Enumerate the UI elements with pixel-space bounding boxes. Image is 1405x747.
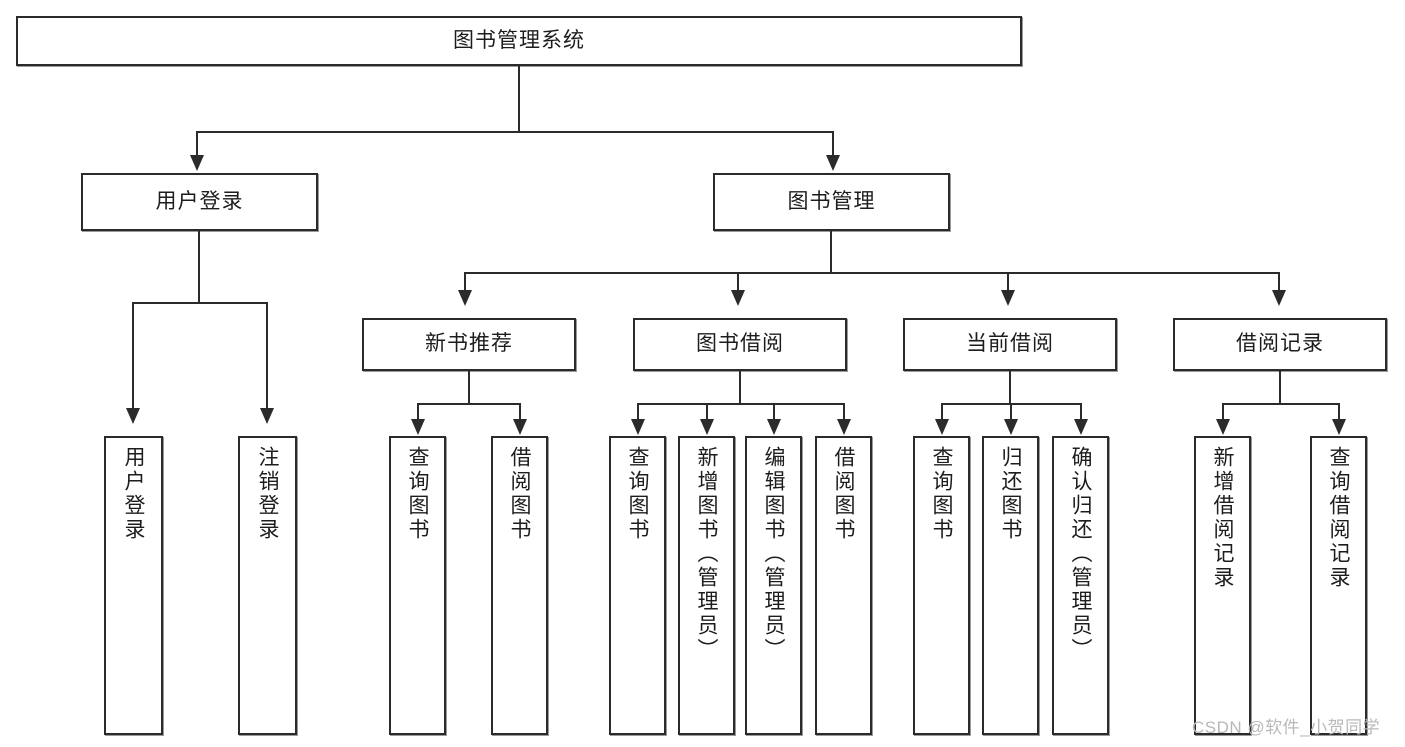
connector-root-to-user-login (196, 131, 198, 159)
node-label: 编辑图书（管理员） (762, 446, 785, 662)
connector-cb-drop-1 (941, 403, 943, 423)
connector-root-stem (518, 66, 520, 132)
node-label: 新增借阅记录 (1211, 446, 1234, 590)
arrowhead-nbr-leaf-2 (513, 419, 527, 435)
arrowhead-book-borrow (731, 290, 745, 306)
watermark-text: CSDN @软件_小贺同学 (1192, 718, 1381, 737)
connector-bb-drop-3 (773, 403, 775, 423)
connector-nbr-drop-2 (519, 403, 521, 423)
node-new-book-recommend[interactable]: 新书推荐 (362, 318, 576, 371)
connector-nbr-bus (417, 403, 520, 405)
arrowhead-cb-leaf-2 (1004, 419, 1018, 435)
connector-br-stem (1279, 371, 1281, 404)
leaf-bb-query-book[interactable]: 查询图书 (609, 436, 666, 735)
connector-bb-drop-4 (843, 403, 845, 423)
node-label: 借阅记录 (1236, 332, 1324, 356)
arrowhead-bb-leaf-1 (631, 419, 645, 435)
arrowhead-nbr-leaf-1 (411, 419, 425, 435)
connector-root-bus (196, 131, 834, 133)
arrowhead-bb-leaf-4 (837, 419, 851, 435)
arrowhead-book-management (826, 155, 840, 171)
leaf-bb-add-book-admin[interactable]: 新增图书（管理员） (678, 436, 735, 735)
connector-bb-drop-2 (706, 403, 708, 423)
leaf-nbr-query-book[interactable]: 查询图书 (389, 436, 446, 735)
connector-br-bus (1222, 403, 1338, 405)
node-label: 借阅图书 (508, 446, 531, 542)
leaf-user-login[interactable]: 用户登录 (104, 436, 163, 735)
node-label: 当前借阅 (966, 332, 1054, 356)
arrowhead-br-leaf-1 (1216, 419, 1230, 435)
node-label: 新书推荐 (425, 332, 513, 356)
connector-bm-drop-2 (737, 272, 739, 294)
node-label: 查询图书 (930, 446, 953, 542)
arrowhead-borrow-record (1272, 290, 1286, 306)
node-borrow-record[interactable]: 借阅记录 (1173, 318, 1387, 371)
connector-br-drop-2 (1338, 403, 1340, 423)
arrowhead-new-book-recommend (458, 290, 472, 306)
connector-bm-drop-1 (464, 272, 466, 294)
connector-user-login-bus (132, 302, 266, 304)
leaf-br-query-record[interactable]: 查询借阅记录 (1310, 436, 1367, 735)
connector-user-login-drop-2 (266, 302, 268, 412)
connector-bb-drop-1 (637, 403, 639, 423)
connector-bb-stem (739, 371, 741, 404)
connector-nbr-drop-1 (417, 403, 419, 423)
node-label: 用户登录 (155, 189, 244, 213)
connector-nbr-stem (468, 371, 470, 404)
node-label: 查询图书 (626, 446, 649, 542)
connector-bm-drop-4 (1278, 272, 1280, 294)
arrowhead-br-leaf-2 (1332, 419, 1346, 435)
arrowhead-bb-leaf-3 (767, 419, 781, 435)
node-label: 查询图书 (406, 446, 429, 542)
node-label: 用户登录 (122, 446, 145, 542)
arrowhead-bb-leaf-2 (700, 419, 714, 435)
connector-br-drop-1 (1222, 403, 1224, 423)
arrowhead-cb-leaf-3 (1074, 419, 1088, 435)
connector-user-login-stem (198, 231, 200, 303)
leaf-cb-return-book[interactable]: 归还图书 (982, 436, 1039, 735)
connector-cb-stem (1009, 371, 1011, 404)
leaf-nbr-borrow-book[interactable]: 借阅图书 (491, 436, 548, 735)
leaf-cb-confirm-return-admin[interactable]: 确认归还（管理员） (1052, 436, 1109, 735)
node-label: 图书管理系统 (453, 28, 585, 52)
connector-cb-drop-3 (1080, 403, 1082, 423)
connector-cb-drop-2 (1010, 403, 1012, 423)
leaf-bb-edit-book-admin[interactable]: 编辑图书（管理员） (745, 436, 802, 735)
node-book-management[interactable]: 图书管理 (713, 173, 950, 231)
node-label: 确认归还（管理员） (1069, 446, 1092, 662)
connector-root-to-book-management (832, 131, 834, 159)
node-label: 查询借阅记录 (1327, 446, 1350, 590)
arrowhead-leaf-user-login (126, 408, 140, 424)
connector-book-management-bus (464, 272, 1280, 274)
node-current-borrow[interactable]: 当前借阅 (903, 318, 1117, 371)
arrowhead-cb-leaf-1 (935, 419, 949, 435)
node-label: 新增图书（管理员） (695, 446, 718, 662)
connector-user-login-drop-1 (132, 302, 134, 412)
node-label: 注销登录 (256, 446, 279, 542)
connector-bm-drop-3 (1007, 272, 1009, 294)
arrowhead-current-borrow (1001, 290, 1015, 306)
leaf-br-add-record[interactable]: 新增借阅记录 (1194, 436, 1251, 735)
node-root-book-management-system[interactable]: 图书管理系统 (16, 16, 1022, 66)
node-label: 借阅图书 (832, 446, 855, 542)
node-book-borrow[interactable]: 图书借阅 (633, 318, 847, 371)
arrowhead-leaf-logout (260, 408, 274, 424)
connector-bb-bus (637, 403, 845, 405)
node-label: 图书借阅 (696, 332, 784, 356)
node-user-login[interactable]: 用户登录 (81, 173, 318, 231)
leaf-cb-query-book[interactable]: 查询图书 (913, 436, 970, 735)
node-label: 归还图书 (999, 446, 1022, 542)
arrowhead-user-login (190, 155, 204, 171)
node-label: 图书管理 (787, 189, 876, 213)
leaf-logout[interactable]: 注销登录 (238, 436, 297, 735)
connector-book-management-stem (830, 231, 832, 274)
leaf-bb-borrow-book[interactable]: 借阅图书 (815, 436, 872, 735)
